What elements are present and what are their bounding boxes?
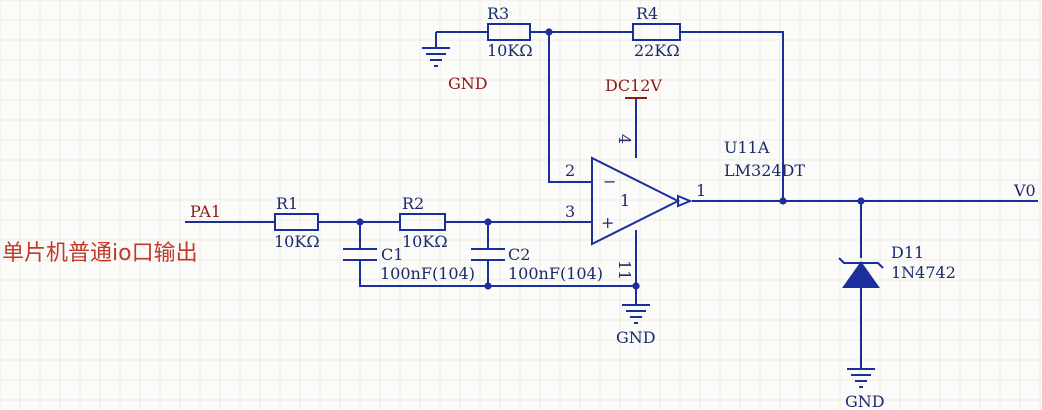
junction-dot bbox=[545, 28, 553, 36]
c2-value: 100nF(104) bbox=[508, 264, 603, 283]
wires bbox=[185, 31, 1038, 369]
net-label-v0: V0 bbox=[1013, 181, 1036, 200]
sign-plus: + bbox=[601, 213, 614, 232]
junction-dot bbox=[857, 197, 865, 205]
opamp-unit: 1 bbox=[620, 191, 630, 210]
zener-bar bbox=[838, 257, 884, 269]
junction-dot bbox=[779, 197, 787, 205]
resistor-body bbox=[487, 23, 531, 41]
ground-symbol-r3: GND bbox=[422, 47, 488, 93]
r4-value: 22KΩ bbox=[634, 41, 680, 60]
resistor-body bbox=[399, 213, 446, 231]
opamp-part: LM324DT bbox=[724, 161, 805, 180]
r4-ref: R4 bbox=[636, 4, 658, 23]
resistor-r4[interactable]: R4 22KΩ bbox=[632, 4, 681, 60]
pin-gnd: 11 bbox=[615, 260, 634, 280]
resistor-r2[interactable]: R2 10KΩ bbox=[399, 194, 448, 251]
diode-triangle bbox=[842, 261, 880, 288]
r1-ref: R1 bbox=[276, 194, 298, 213]
gnd-label: GND bbox=[448, 74, 488, 93]
r3-value: 10KΩ bbox=[487, 41, 533, 60]
junction-dot bbox=[484, 282, 492, 290]
wire-fb-inminus bbox=[548, 32, 580, 183]
junction-dot bbox=[632, 282, 640, 290]
gnd-label: GND bbox=[616, 328, 656, 347]
capacitor-c2[interactable]: C2 100nF(104) bbox=[471, 245, 603, 283]
net-label-pa1: PA1 bbox=[190, 202, 221, 221]
output-pin-arrow bbox=[677, 194, 693, 208]
opamp-u11a[interactable]: − + 1 2 3 1 4 11 U11A LM324DT bbox=[565, 134, 805, 280]
resistor-r3[interactable]: R3 10KΩ bbox=[487, 4, 533, 60]
annotation-text: 单片机普通io口输出 bbox=[2, 241, 198, 266]
c2-ref: C2 bbox=[508, 245, 530, 264]
capacitor-c1[interactable]: C1 100nF(104) bbox=[343, 245, 475, 283]
pin-out: 1 bbox=[696, 181, 706, 200]
opamp-ref: U11A bbox=[724, 138, 770, 157]
zener-d11[interactable]: D11 1N4742 bbox=[838, 243, 956, 288]
pin-vcc: 4 bbox=[615, 134, 634, 144]
resistor-r1[interactable]: R1 10KΩ bbox=[274, 194, 320, 251]
resistor-body bbox=[632, 23, 681, 41]
c1-value: 100nF(104) bbox=[380, 264, 475, 283]
ground-symbol-zener: GND bbox=[845, 368, 885, 410]
ground-symbol-opamp: GND bbox=[616, 304, 656, 347]
r1-value: 10KΩ bbox=[274, 232, 320, 251]
r2-value: 10KΩ bbox=[402, 232, 448, 251]
pin-noninv: 3 bbox=[565, 202, 575, 221]
opamp-input-leads bbox=[580, 181, 592, 223]
sign-minus: − bbox=[603, 172, 616, 191]
gnd-label: GND bbox=[845, 392, 885, 410]
resistor-body bbox=[274, 213, 319, 231]
pin-inv: 2 bbox=[565, 161, 575, 180]
supply-label: DC12V bbox=[605, 76, 662, 95]
r2-ref: R2 bbox=[402, 194, 424, 213]
junction-dot bbox=[356, 218, 364, 226]
opamp-triangle bbox=[591, 156, 681, 246]
wire-cap-gnd-bus bbox=[359, 260, 636, 287]
d11-ref: D11 bbox=[891, 243, 924, 262]
d11-part: 1N4742 bbox=[891, 263, 956, 282]
power-dc12v: DC12V bbox=[605, 76, 662, 99]
wire-r4-out bbox=[680, 31, 784, 201]
junction-dot bbox=[484, 218, 492, 226]
r3-ref: R3 bbox=[487, 4, 509, 23]
c1-ref: C1 bbox=[381, 245, 403, 264]
junctions bbox=[356, 28, 865, 290]
